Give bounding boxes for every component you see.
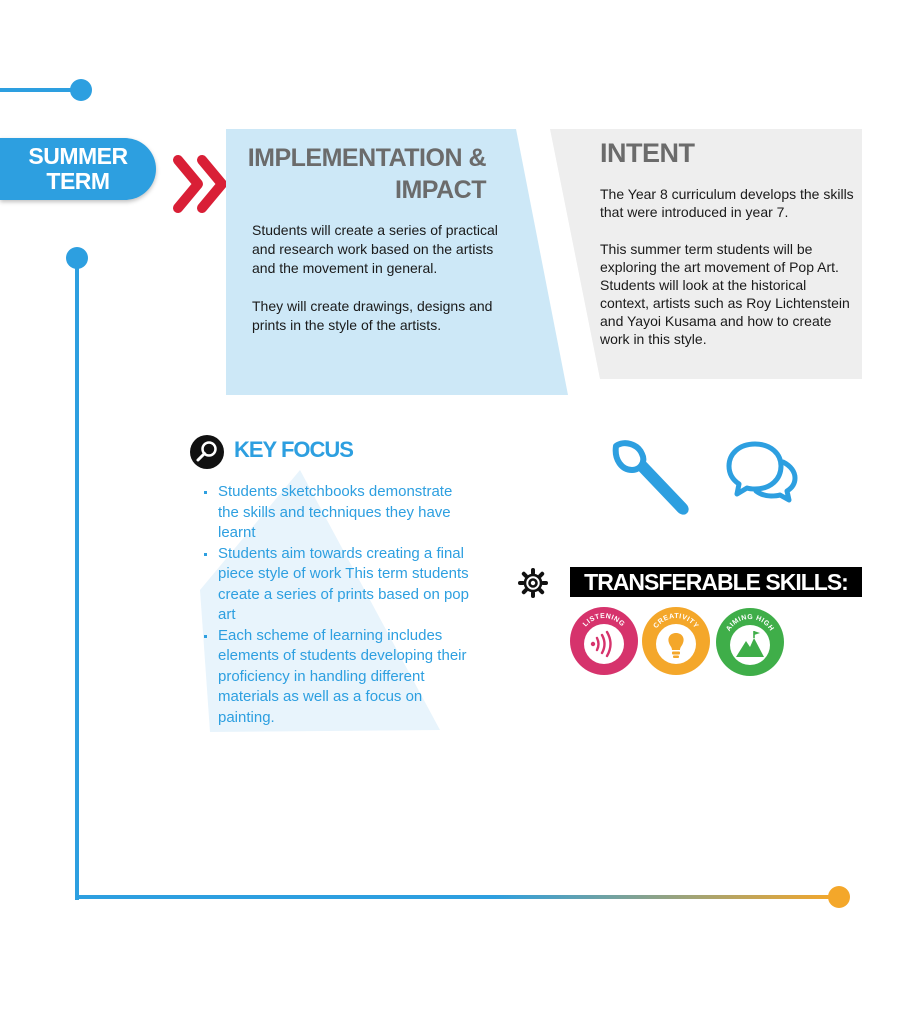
timeline-vertical-line xyxy=(75,258,79,900)
intent-paragraph: This summer term students will be explor… xyxy=(600,241,850,347)
magnifier-icon xyxy=(190,435,224,469)
listening-badge: LISTENING xyxy=(570,607,638,675)
paintbrush-icon xyxy=(612,440,689,515)
implementation-panel-background xyxy=(226,129,568,395)
double-chevron-icon xyxy=(173,155,227,213)
creativity-badge: CREATIVITY xyxy=(642,607,710,675)
implementation-title-line1: IMPLEMENTATION & xyxy=(247,144,487,172)
aiming-high-badge: AIMING HIGH xyxy=(716,608,784,676)
transferable-skills-banner: TRANSFERABLE SKILLS: xyxy=(570,567,862,597)
implementation-paragraph: Students will create a series of practic… xyxy=(252,222,498,276)
key-focus-list: Students sketchbooks demonstrate the ski… xyxy=(200,482,472,728)
gear-icon xyxy=(518,568,548,598)
intent-body: The Year 8 curriculum develops the skill… xyxy=(600,185,855,367)
summer-term-badge: SUMMER TERM xyxy=(0,138,156,200)
timeline-top-line xyxy=(0,88,80,92)
intent-title: INTENT xyxy=(600,138,695,168)
key-focus-title: KEY FOCUS xyxy=(234,437,354,462)
term-label-line2: TERM xyxy=(46,168,110,194)
summer-term-label: SUMMER TERM xyxy=(8,144,148,194)
key-focus-item: Students aim towards creating a final pi… xyxy=(200,544,472,626)
timeline-dot-end xyxy=(828,886,850,908)
key-focus-item: Students sketchbooks demonstrate the ski… xyxy=(200,482,472,544)
transferable-skills-title: TRANSFERABLE SKILLS: xyxy=(584,568,849,595)
timeline-dot-top xyxy=(70,79,92,101)
implementation-title: IMPLEMENTATION & IMPACT xyxy=(236,142,487,206)
implementation-title-line2: IMPACT xyxy=(395,176,486,204)
key-focus-item: Each scheme of learning includes element… xyxy=(200,626,472,729)
intent-panel-background xyxy=(550,129,862,379)
intent-paragraph: The Year 8 curriculum develops the skill… xyxy=(600,186,854,220)
term-label-line1: SUMMER xyxy=(28,143,128,169)
speech-bubbles-icon xyxy=(726,441,798,503)
implementation-paragraph: They will create drawings, designs and p… xyxy=(252,298,493,333)
timeline-bottom-line xyxy=(75,895,835,899)
implementation-body: Students will create a series of practic… xyxy=(252,221,512,354)
key-focus-background-shape xyxy=(200,470,440,732)
